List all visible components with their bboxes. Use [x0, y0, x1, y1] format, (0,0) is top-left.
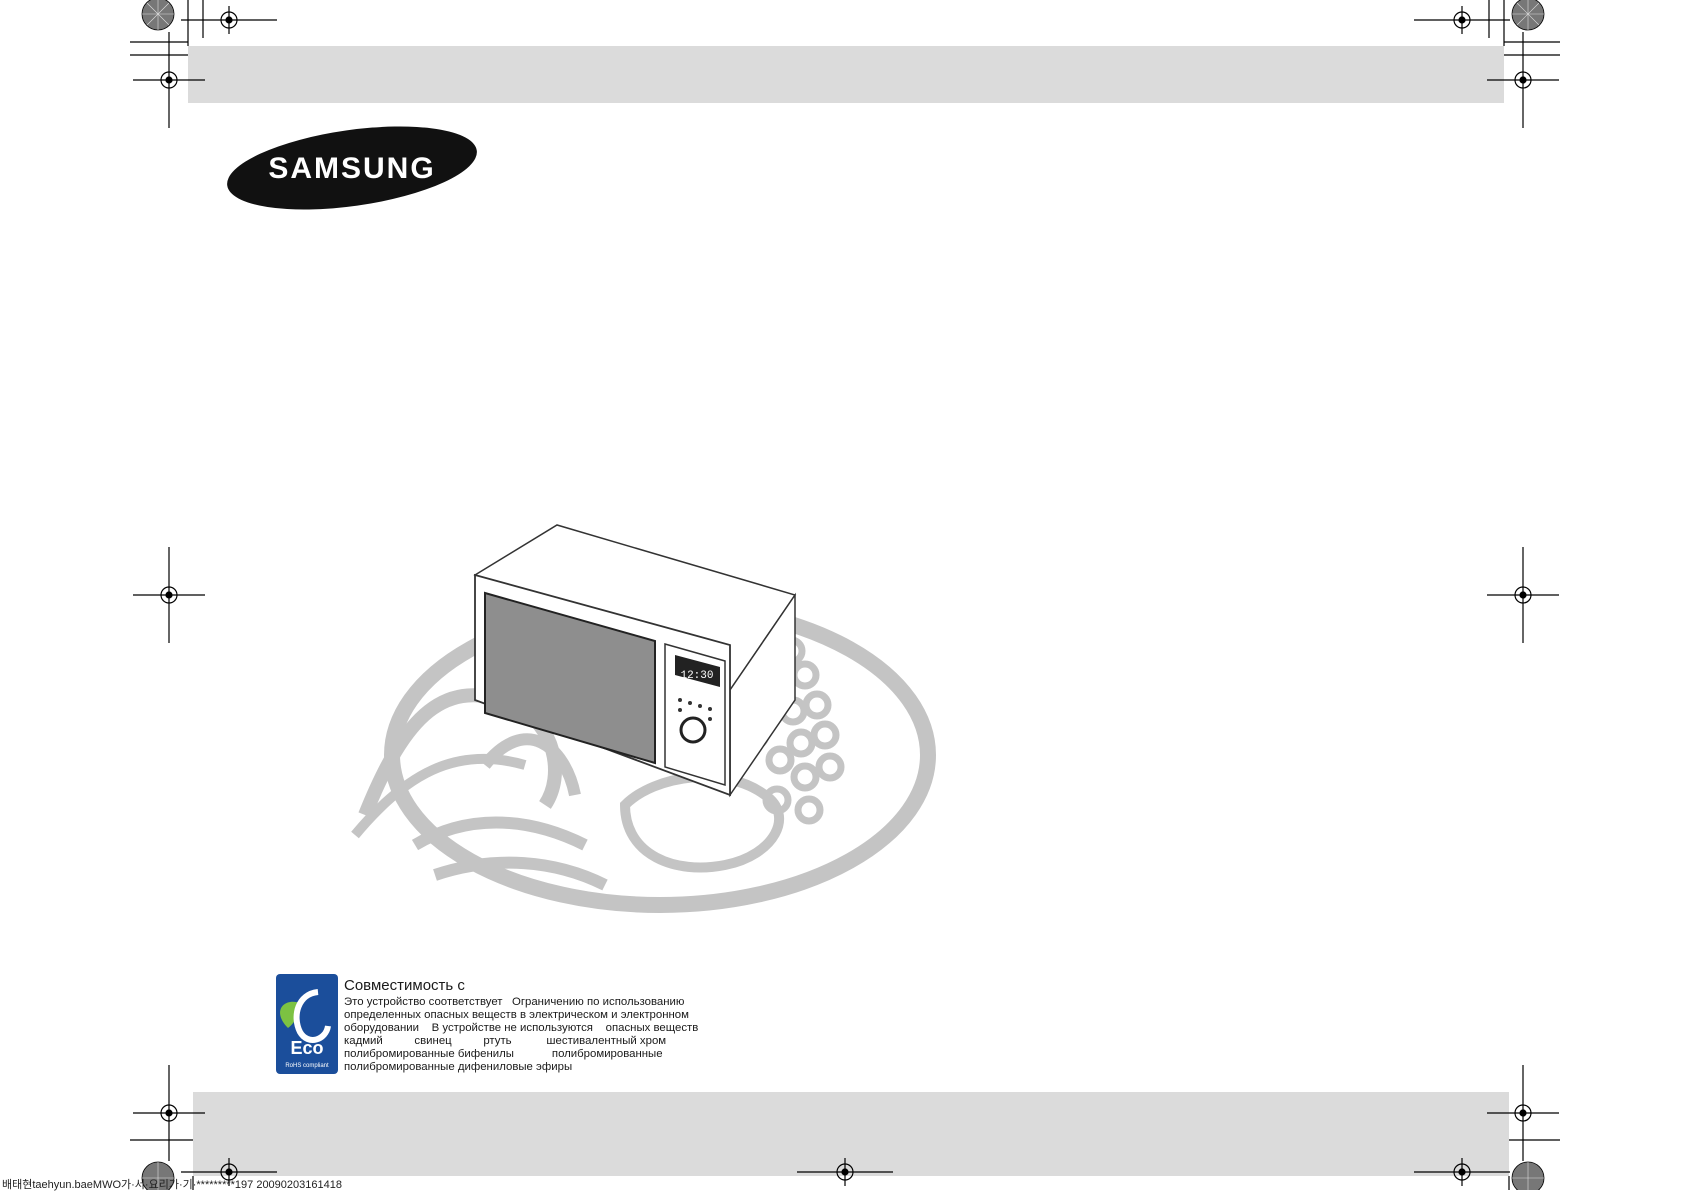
rohs-title: Совместимость с: [344, 977, 465, 994]
rohs-line: полибромированные бифенилы полибромирова…: [344, 1048, 663, 1060]
microwave-icon: 12:30: [473, 524, 797, 798]
rohs-line: оборудовании В устройстве не используютс…: [344, 1022, 699, 1034]
rohs-compliance-text: Совместимость с Это устройство соответст…: [344, 977, 814, 1074]
footer-band: [193, 1092, 1509, 1176]
print-slug: 배태현taehyun.baeMWO가·서·요리가·기·*********197 …: [2, 1179, 342, 1191]
eco-badge-text: Eco: [290, 1038, 323, 1058]
rohs-line: Это устройство соответствует Ограничению…: [344, 996, 685, 1008]
rohs-line: кадмий свинец ртуть шестивалентный хром: [344, 1035, 667, 1047]
eco-badge-subtext: RoHS compliant: [285, 1063, 329, 1069]
logo-wordmark: SAMSUNG: [268, 152, 435, 185]
display-clock: 12:30: [680, 670, 713, 682]
eco-rohs-badge-icon: Eco RoHS compliant: [276, 974, 338, 1074]
rohs-line: определенных опасных веществ в электриче…: [344, 1009, 689, 1021]
rohs-line: полибромированные дифениловые эфиры: [344, 1061, 573, 1073]
microwave-illustration: 12:30: [351, 524, 936, 913]
samsung-logo: SAMSUNG: [227, 126, 477, 210]
header-band: [188, 46, 1504, 103]
